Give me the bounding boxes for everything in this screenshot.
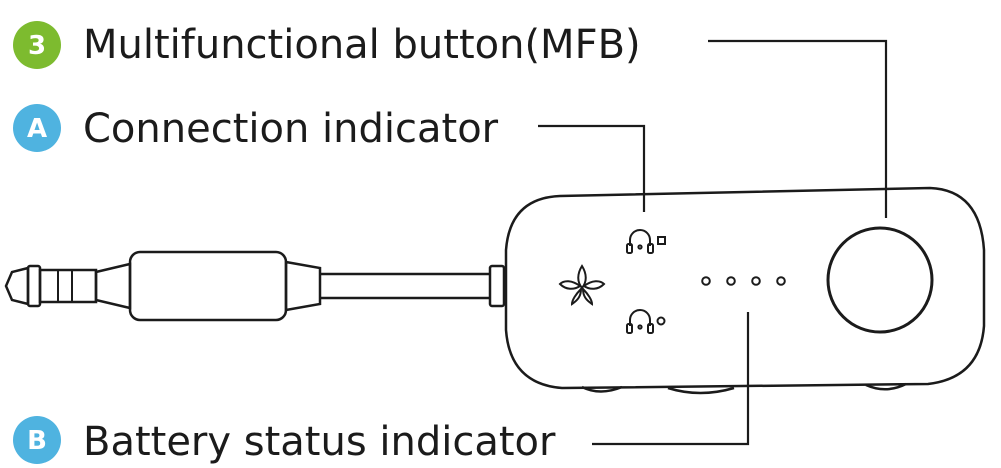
battery-status-indicator (701, 276, 786, 286)
audio-jack (4, 250, 322, 322)
device-outline (504, 186, 986, 390)
leader-line-battery (592, 312, 750, 446)
badge-3-text: 3 (28, 31, 46, 61)
leader-line-mfb (708, 39, 888, 218)
device-foot-3 (865, 382, 907, 391)
badge-a-circle (13, 104, 61, 152)
connection-indicator-led-2 (656, 316, 666, 326)
battery-label-text: Battery status indicator (83, 419, 556, 465)
jack-ring-1 (26, 264, 42, 308)
leader-line-connection (538, 124, 646, 212)
connection-label-text: Connection indicator (83, 106, 499, 152)
device-foot-2 (667, 386, 735, 395)
cable-connector (488, 264, 506, 308)
badge-b-text: B (27, 426, 47, 456)
battery-dot-3 (751, 276, 761, 286)
badge-3-circle (13, 21, 61, 69)
label-mfb: 3 Multifunctional button(MFB) (13, 21, 641, 69)
jack-neck (94, 262, 132, 310)
headphone-icon (626, 229, 666, 254)
mfb-label-text: Multifunctional button(MFB) (83, 22, 641, 68)
label-battery: B Battery status indicator (13, 416, 556, 465)
badge-a-text: A (27, 114, 47, 144)
connection-indicator-led (657, 236, 666, 245)
device-foot-1 (581, 385, 623, 393)
jack-housing (128, 250, 288, 322)
battery-dot-2 (726, 276, 736, 286)
jack-tip (4, 266, 30, 306)
headphone-icon (626, 309, 666, 334)
jack-shaft (38, 268, 98, 304)
multifunctional-button[interactable] (826, 226, 934, 334)
badge-b-circle (13, 416, 61, 464)
label-connection: A Connection indicator (13, 104, 499, 152)
leaf-logo-icon (558, 264, 606, 306)
jack-strain-relief (284, 260, 322, 312)
cable (320, 264, 506, 308)
battery-dot-1 (701, 276, 711, 286)
device-body (504, 186, 986, 395)
battery-dot-4 (776, 276, 786, 286)
